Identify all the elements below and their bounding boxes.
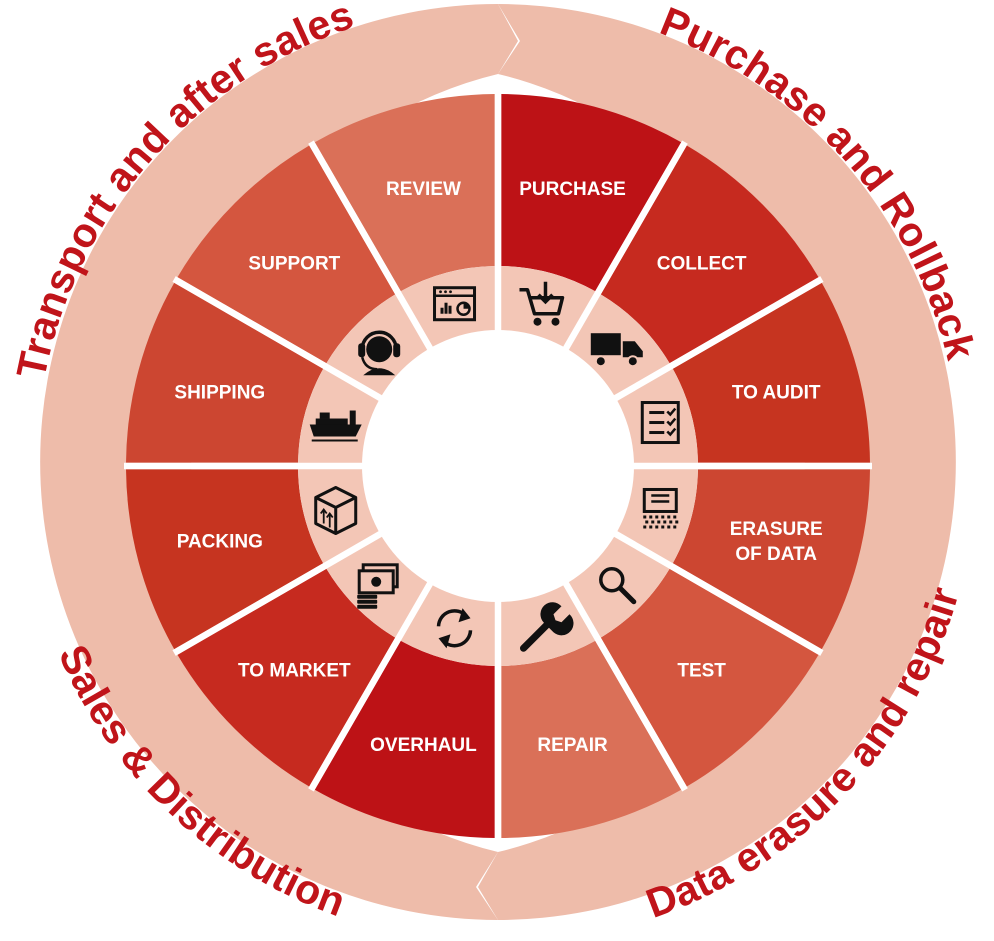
shredder-icon (642, 487, 679, 529)
segment-label: REPAIR (537, 735, 608, 756)
outer-ring-right-half (478, 4, 956, 920)
browser-chart-icon (433, 286, 477, 322)
segment-support (177, 145, 396, 364)
segment-purchase (501, 94, 682, 292)
segment-label: TO AUDIT (732, 382, 821, 403)
box-icon (314, 485, 358, 535)
wrench-icon (519, 602, 574, 652)
segment-shipping (126, 282, 324, 463)
segment-packing (126, 469, 324, 650)
segment-divider (308, 140, 434, 352)
refresh-icon (436, 608, 473, 649)
segment-divider (172, 530, 384, 656)
segment-label: REVIEW (386, 179, 461, 200)
segment-erasure-of-data (672, 469, 870, 650)
ship-icon (309, 410, 362, 442)
segment-divider (562, 580, 688, 792)
segment-label: COLLECT (657, 253, 747, 274)
segment-divider (172, 276, 384, 402)
segment-label: SHIPPING (174, 382, 265, 403)
segment-repair (501, 640, 682, 838)
segment-icons (309, 281, 680, 652)
outer-arrow-ring (40, 4, 956, 920)
segment-divider (612, 530, 824, 656)
magnifier-icon (599, 567, 637, 605)
segment-to-market (177, 568, 396, 787)
money-icon (357, 563, 399, 609)
segment-collect (600, 145, 819, 364)
center-circle (362, 330, 634, 602)
segment-label: PACKING (177, 532, 263, 553)
segment-test (600, 568, 819, 787)
segment-label: TEST (677, 661, 726, 682)
segment-label: OVERHAUL (370, 735, 477, 756)
cart-icon (519, 281, 565, 326)
truck-icon (590, 333, 643, 368)
segment-label: PURCHASE (519, 179, 626, 200)
segment-divider (308, 580, 434, 792)
segment-to-audit (672, 282, 870, 463)
segment-review (314, 94, 495, 292)
outer-ring-left-half (40, 4, 519, 920)
checklist-icon (640, 401, 680, 445)
segment-label: SUPPORT (248, 253, 340, 274)
headset-icon (358, 330, 401, 376)
segment-divider (562, 140, 688, 352)
segment-divider (612, 276, 824, 402)
segment-label: TO MARKET (238, 661, 351, 682)
segment-overhaul (314, 640, 495, 838)
process-segments (126, 94, 870, 838)
